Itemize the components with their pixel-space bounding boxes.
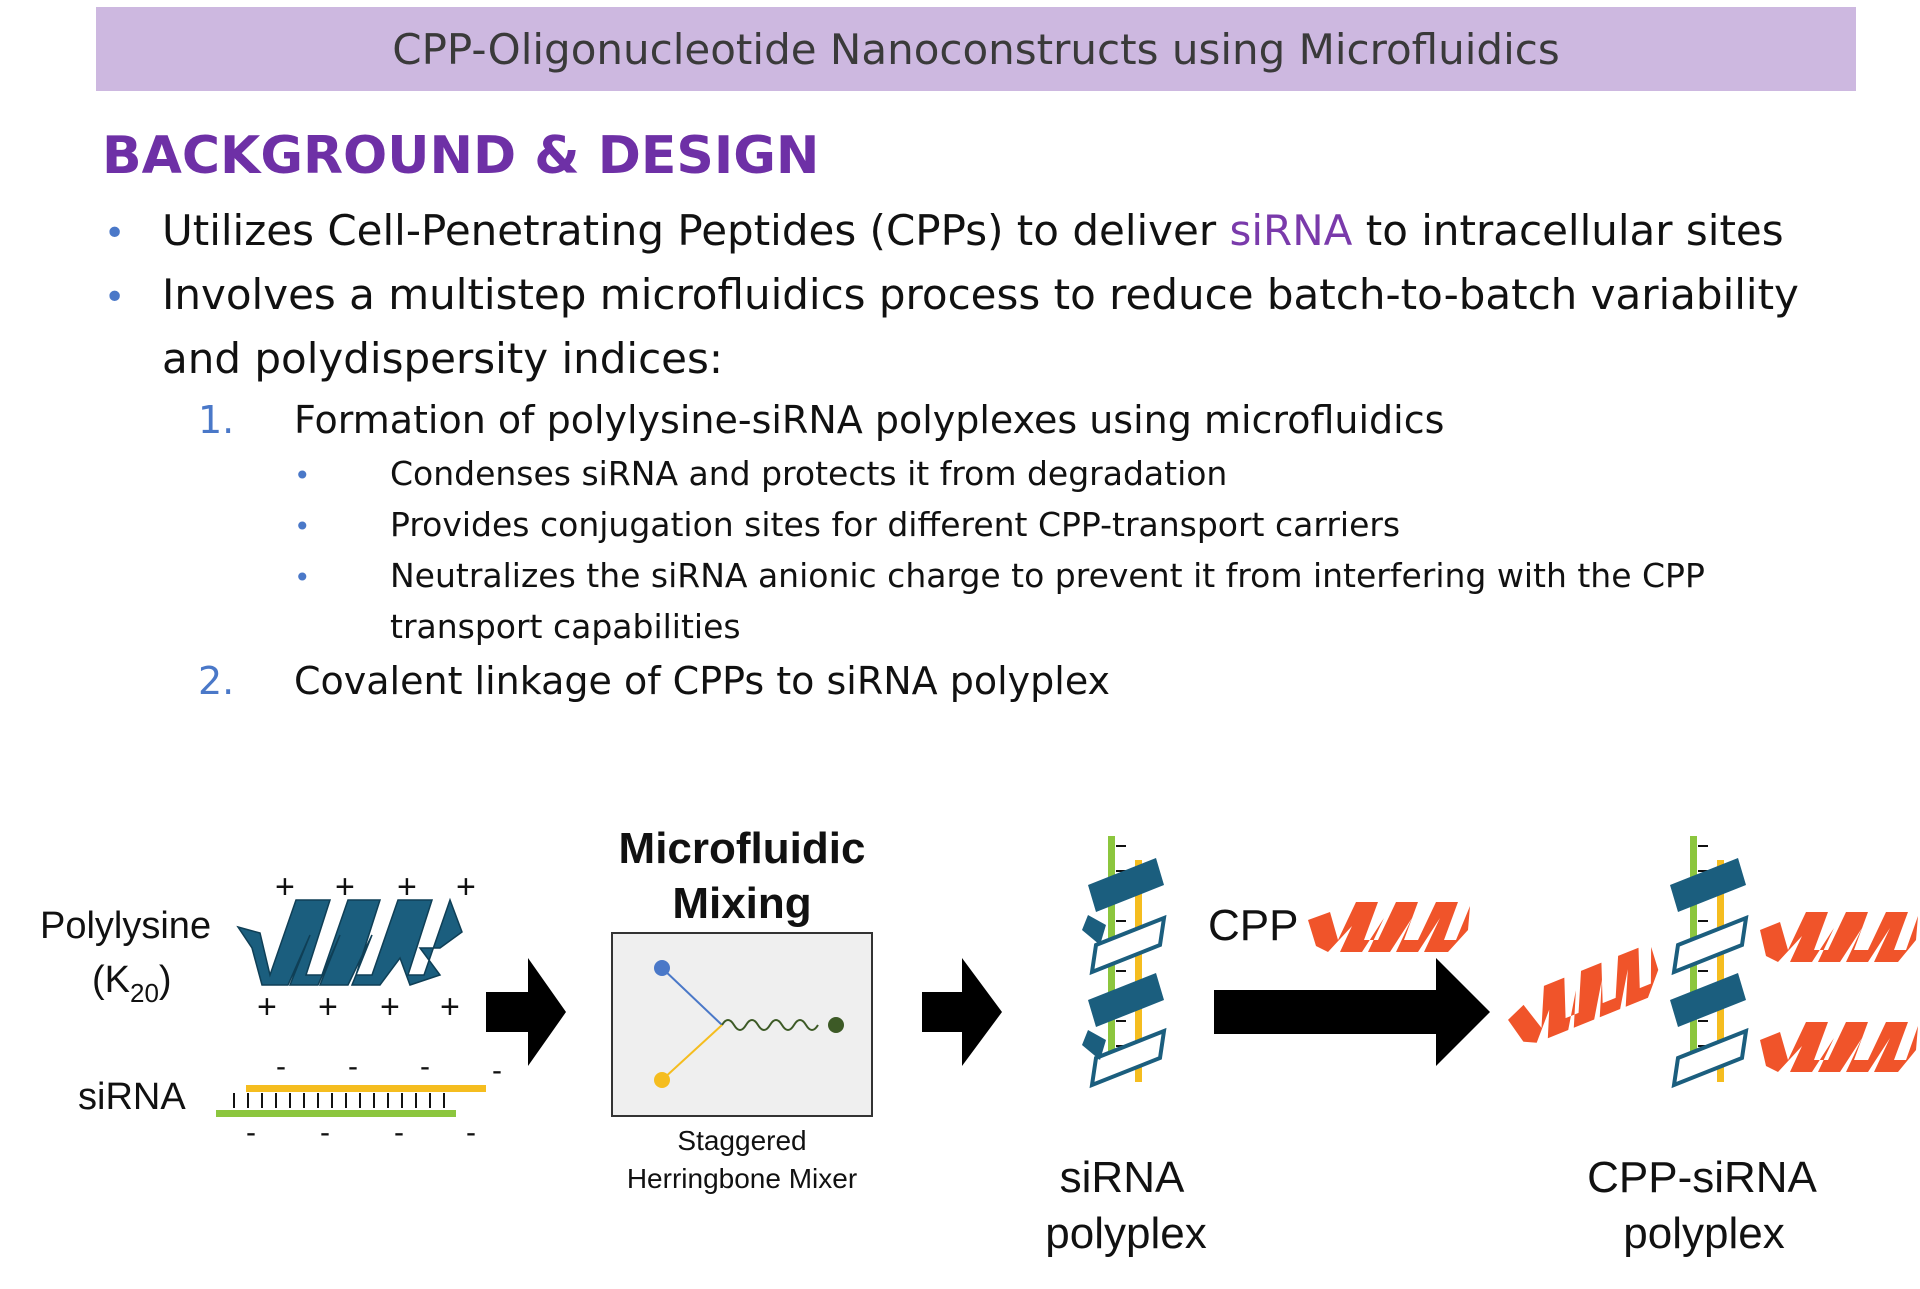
- bullet-1-accent: siRNA: [1229, 206, 1353, 255]
- arrow-right-icon: [922, 958, 1002, 1066]
- step-2-text: Covalent linkage of CPPs to siRNA polypl…: [294, 659, 1111, 703]
- sub-item-2: • Provides conjugation sites for differen…: [294, 505, 1400, 544]
- sub-item-3-cont: transport capabilities: [294, 607, 741, 646]
- sub-bullet-dot: •: [294, 561, 311, 594]
- sirna-polyplex-icon: [1082, 836, 1167, 1089]
- herringbone-mixer-box: [611, 932, 873, 1117]
- svg-text:-: -: [276, 1050, 286, 1083]
- cpp-label: CPP: [1208, 901, 1298, 950]
- svg-text:+: +: [440, 988, 460, 1026]
- bullet-item-1: • Utilizes Cell-Penetrating Peptides (CP…: [104, 206, 1784, 255]
- bullet-1-text-end: to intracellular sites: [1352, 206, 1784, 255]
- svg-text:+: +: [275, 868, 295, 906]
- section-heading: BACKGROUND & DESIGN: [102, 126, 820, 186]
- polylysine-helix-icon: [236, 897, 463, 986]
- k20-label: (K20): [92, 959, 172, 1008]
- svg-text:-: -: [320, 1116, 330, 1149]
- sub-item-3-text-cont: transport capabilities: [390, 607, 741, 646]
- mixing-title-line-1: Microfluidic: [619, 824, 866, 873]
- bullet-2-line-2: and polydispersity indices:: [162, 334, 724, 383]
- sub-bullet-dot: •: [294, 459, 311, 492]
- step-1-text: Formation of polylysine-siRNA polyplexes…: [294, 398, 1445, 442]
- polylysine-label: Polylysine: [40, 905, 211, 947]
- page-title-banner: CPP-Oligonucleotide Nanoconstructs using…: [96, 7, 1856, 91]
- sirna-label: siRNA: [78, 1076, 186, 1118]
- polyplex-label-line-2: polyplex: [1045, 1209, 1206, 1258]
- step-2: 2. Covalent linkage of CPPs to siRNA poly…: [198, 659, 1110, 703]
- sub-item-1: • Condenses siRNA and protects it from de…: [294, 454, 1227, 493]
- svg-text:-: -: [492, 1054, 502, 1087]
- svg-text:+: +: [257, 988, 277, 1026]
- page-title: CPP-Oligonucleotide Nanoconstructs using…: [392, 24, 1560, 74]
- final-label-line-1: CPP-siRNA: [1587, 1153, 1817, 1202]
- svg-text:+: +: [335, 868, 355, 906]
- svg-text:-: -: [394, 1116, 404, 1149]
- bullet-item-2: • Involves a multistep microfluidics pro…: [104, 270, 1799, 319]
- mixer-caption-line-2: Herringbone Mixer: [627, 1163, 857, 1194]
- arrow-right-icon: [486, 958, 566, 1066]
- step-1: 1. Formation of polylysine-siRNA polyplex…: [198, 398, 1444, 442]
- svg-text:-: -: [348, 1050, 358, 1083]
- sub-bullet-dot: •: [294, 510, 311, 543]
- bullet-1-text: Utilizes Cell-Penetrating Peptides (CPPs…: [162, 206, 1230, 255]
- mixer-caption-line-1: Staggered: [677, 1125, 806, 1156]
- svg-text:+: +: [397, 868, 417, 906]
- svg-text:-: -: [420, 1050, 430, 1083]
- svg-text:+: +: [380, 988, 400, 1026]
- sub-item-3: • Neutralizes the siRNA anionic charge to…: [294, 556, 1705, 595]
- sub-item-3-text: Neutralizes the siRNA anionic charge to …: [390, 556, 1705, 595]
- sirna-duplex-icon: [216, 1085, 486, 1117]
- svg-text:-: -: [246, 1116, 256, 1149]
- bullet-dot: •: [104, 277, 126, 318]
- negative-charges: - - - - - - - -: [246, 1050, 502, 1149]
- sub-item-2-text: Provides conjugation sites for different…: [390, 505, 1401, 544]
- final-label-line-2: polyplex: [1623, 1209, 1784, 1258]
- positive-charges: + + + + + + + +: [257, 868, 476, 1026]
- svg-text:-: -: [466, 1116, 476, 1149]
- step-2-number: 2.: [198, 659, 235, 703]
- cpp-helix-icon: [1308, 902, 1470, 952]
- step-1-number: 1.: [198, 398, 235, 442]
- bullet-dot: •: [104, 213, 126, 254]
- svg-text:+: +: [318, 988, 338, 1026]
- cpp-sirna-polyplex-icon: [1508, 836, 1918, 1089]
- mixing-title-line-2: Mixing: [672, 879, 811, 928]
- arrow-right-icon: [1214, 958, 1490, 1066]
- svg-text:+: +: [456, 868, 476, 906]
- bullet-2-line-1: Involves a multistep microfluidics proce…: [162, 270, 1799, 319]
- sub-item-1-text: Condenses siRNA and protects it from deg…: [390, 454, 1228, 493]
- polyplex-label-line-1: siRNA: [1060, 1153, 1185, 1202]
